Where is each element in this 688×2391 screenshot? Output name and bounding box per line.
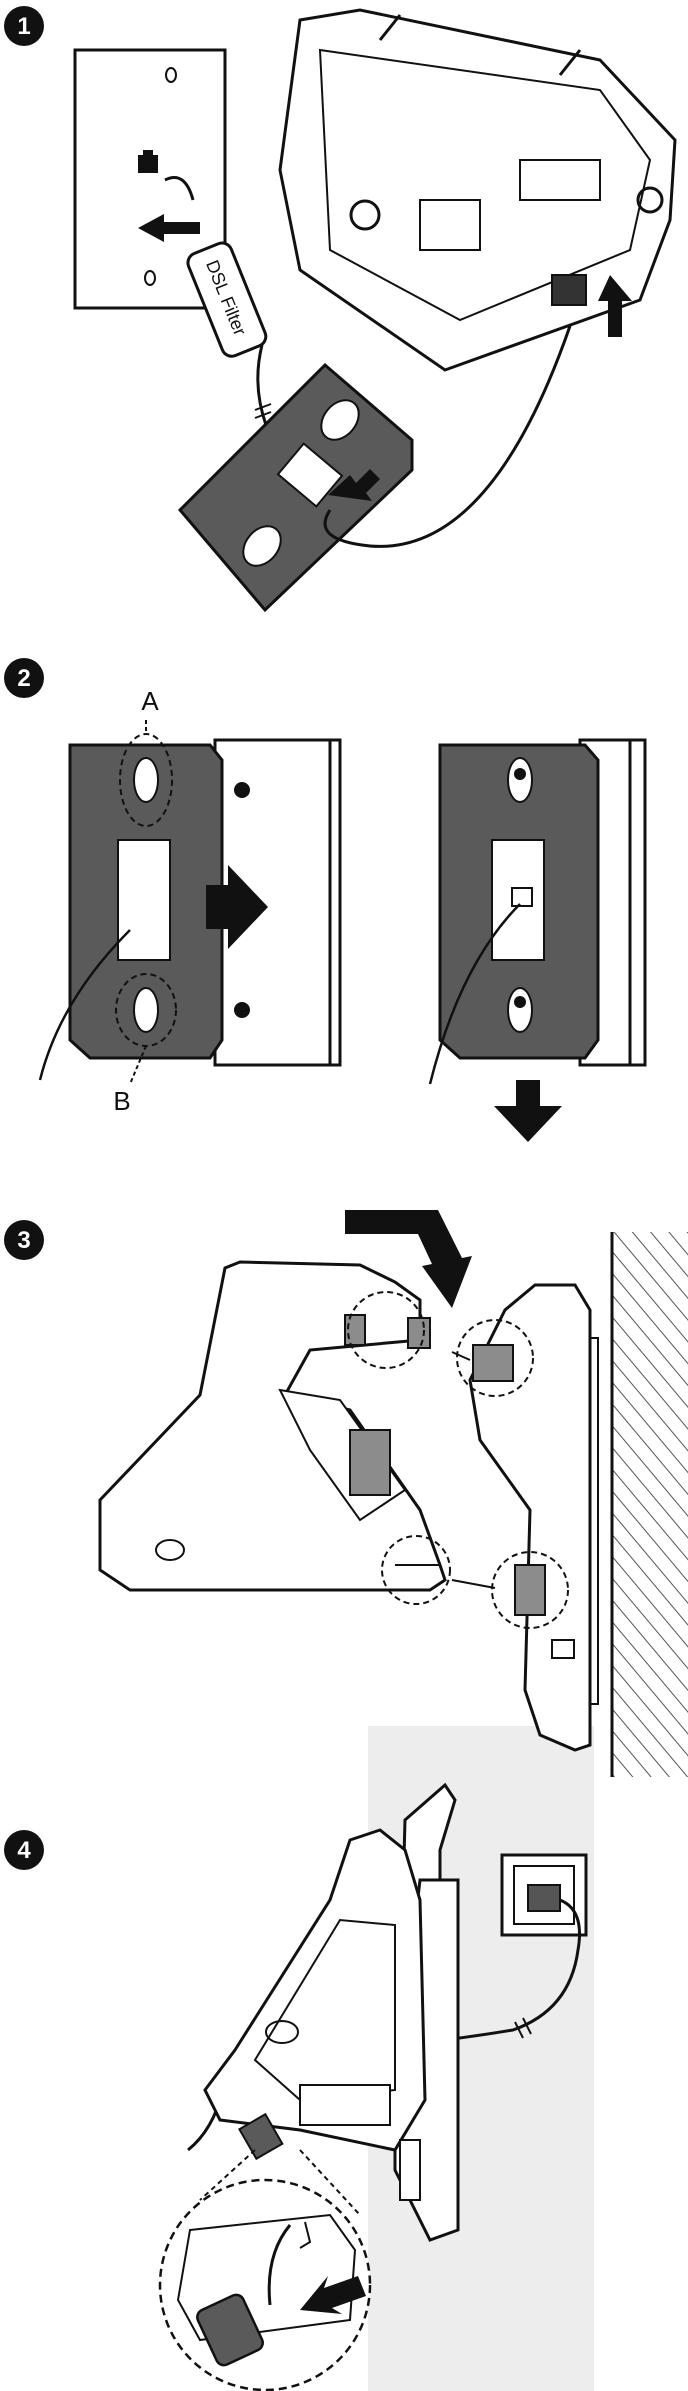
label-b: B [113,1086,130,1116]
step-2-number: 2 [17,665,30,692]
phone-jack-icon [138,155,158,173]
step-1: 1 DSL Filter [4,6,675,610]
telephone-base-side [100,1262,450,1604]
telephone-on-wall [205,1785,458,2240]
step-4-number: 4 [17,1837,31,1864]
bracket-left: A B [70,686,222,1116]
step-3-number: 3 [17,1227,30,1254]
down-arrow-icon [494,1080,562,1142]
upper-hook-highlight [473,1345,513,1381]
label-a: A [141,686,159,716]
upper-tab-highlight [345,1315,365,1345]
step-3-badge: 3 [4,1220,44,1260]
speaker-grille [350,1430,390,1495]
plugged-connector [528,1885,560,1911]
step-4-badge: 4 [4,1830,44,1870]
step-2: 2 A B [4,658,645,1142]
zoom-callout [160,2180,370,2390]
wall-hatch [612,1232,688,1777]
bracket-right [440,745,598,1058]
mounted-bracket-profile [457,1285,590,1750]
step-1-number: 1 [17,13,30,40]
wall-mount-bracket [180,365,412,610]
phone-jack-port [552,275,586,305]
step-2-badge: 2 [4,658,44,698]
step-1-badge: 1 [4,6,44,46]
wall-phone-jack [502,1855,586,1935]
plug-in-slot [512,888,532,906]
lower-hook-highlight [515,1565,545,1615]
step-3: 3 [4,1210,688,1777]
